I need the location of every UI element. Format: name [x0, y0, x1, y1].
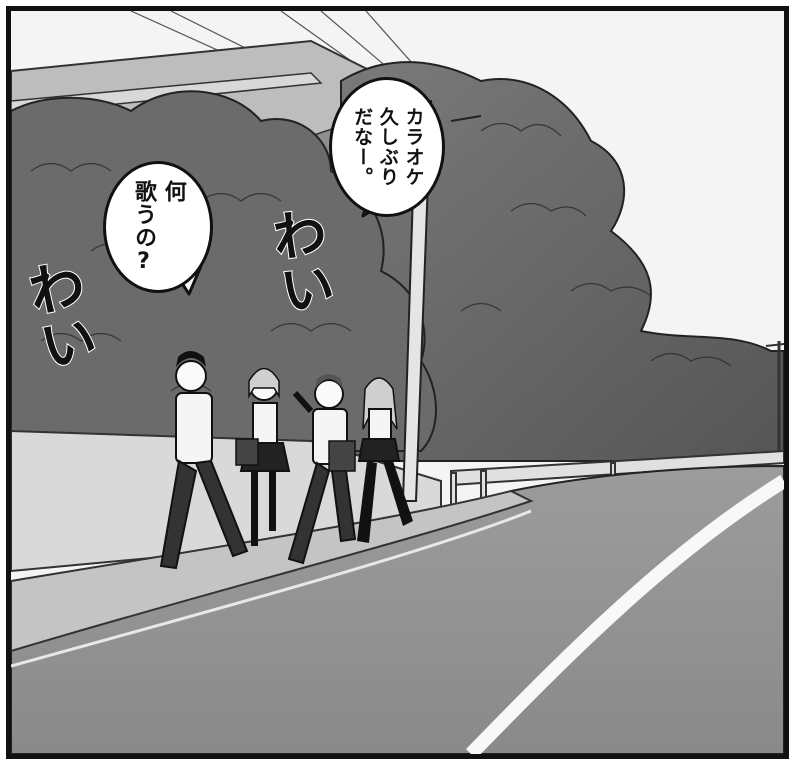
characters [159, 351, 413, 570]
right-speech-bubble: カラオケ 久しぶり だなー。 [329, 77, 445, 217]
character-boy-2 [287, 374, 357, 565]
character-girl-1 [235, 367, 291, 546]
right-bubble-line-1: カラオケ [402, 107, 425, 187]
right-bubble-text: カラオケ 久しぶり だなー。 [349, 107, 426, 187]
right-bubble-line-2: 久しぶり [376, 107, 399, 187]
trees-right [340, 61, 784, 462]
left-bubble-line-2: 歌うの? [131, 179, 156, 275]
left-speech-bubble: 何 歌うの? [103, 161, 213, 293]
left-bubble-line-1: 何 [160, 179, 186, 203]
character-boy-1 [159, 351, 249, 570]
manga-panel: 何 歌うの? カラオケ 久しぶり だなー。 わい わい [6, 6, 789, 759]
sfx-right: わい [259, 202, 338, 320]
character-girl-2 [357, 377, 413, 543]
sidewalk [11, 489, 534, 653]
right-bubble-line-3: だなー。 [351, 107, 374, 187]
center-line [465, 475, 784, 754]
left-bubble-text: 何 歌うの? [128, 180, 187, 275]
